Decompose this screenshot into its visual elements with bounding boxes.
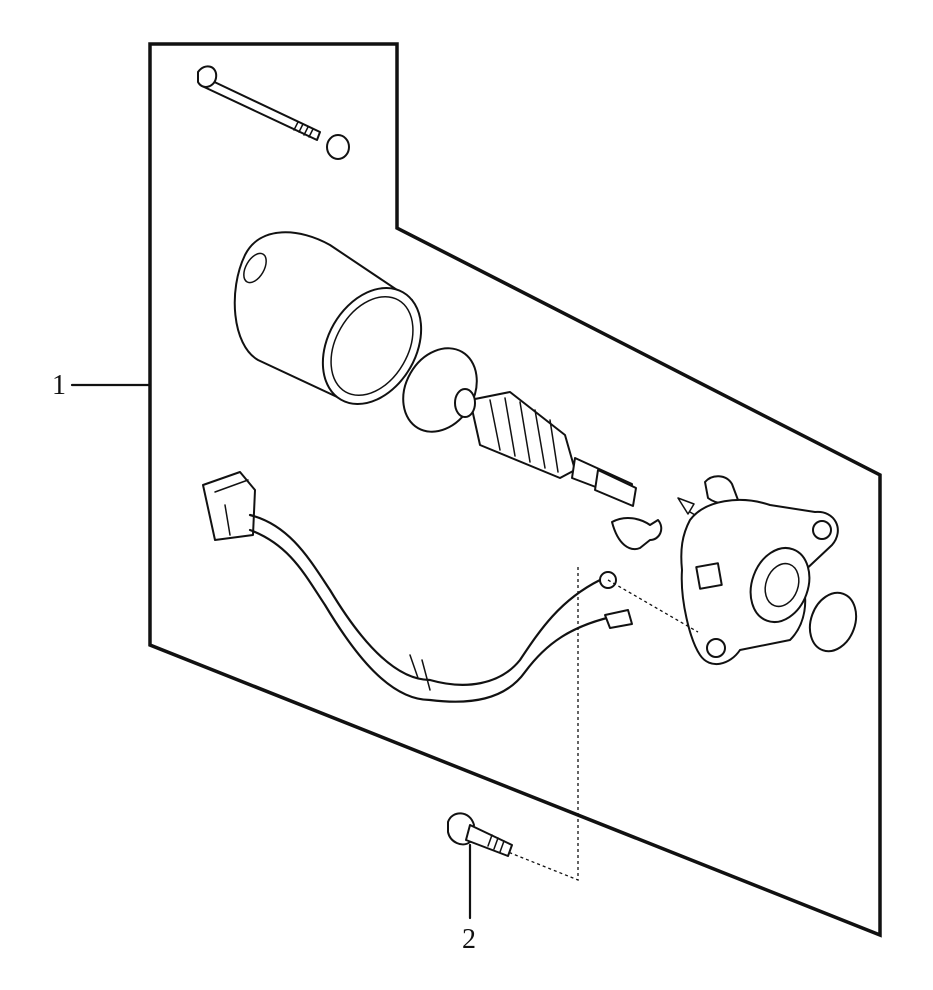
- wiring-harness: [202, 471, 633, 703]
- callout-2-label: 2: [462, 924, 476, 955]
- assembly-guide-line-harness: [607, 579, 699, 633]
- assembly-frame: [148, 42, 882, 938]
- motor-housing: [233, 231, 423, 406]
- end-cover: [680, 499, 839, 665]
- armature: [454, 388, 637, 507]
- through-bolt: [197, 65, 321, 141]
- callout-1-label: 1: [52, 370, 66, 401]
- assembly-guide-line: [507, 567, 579, 881]
- end-washer: [808, 591, 858, 653]
- small-washer: [326, 134, 350, 160]
- mounting-bolt: [447, 812, 513, 857]
- brush-clip: [611, 517, 663, 550]
